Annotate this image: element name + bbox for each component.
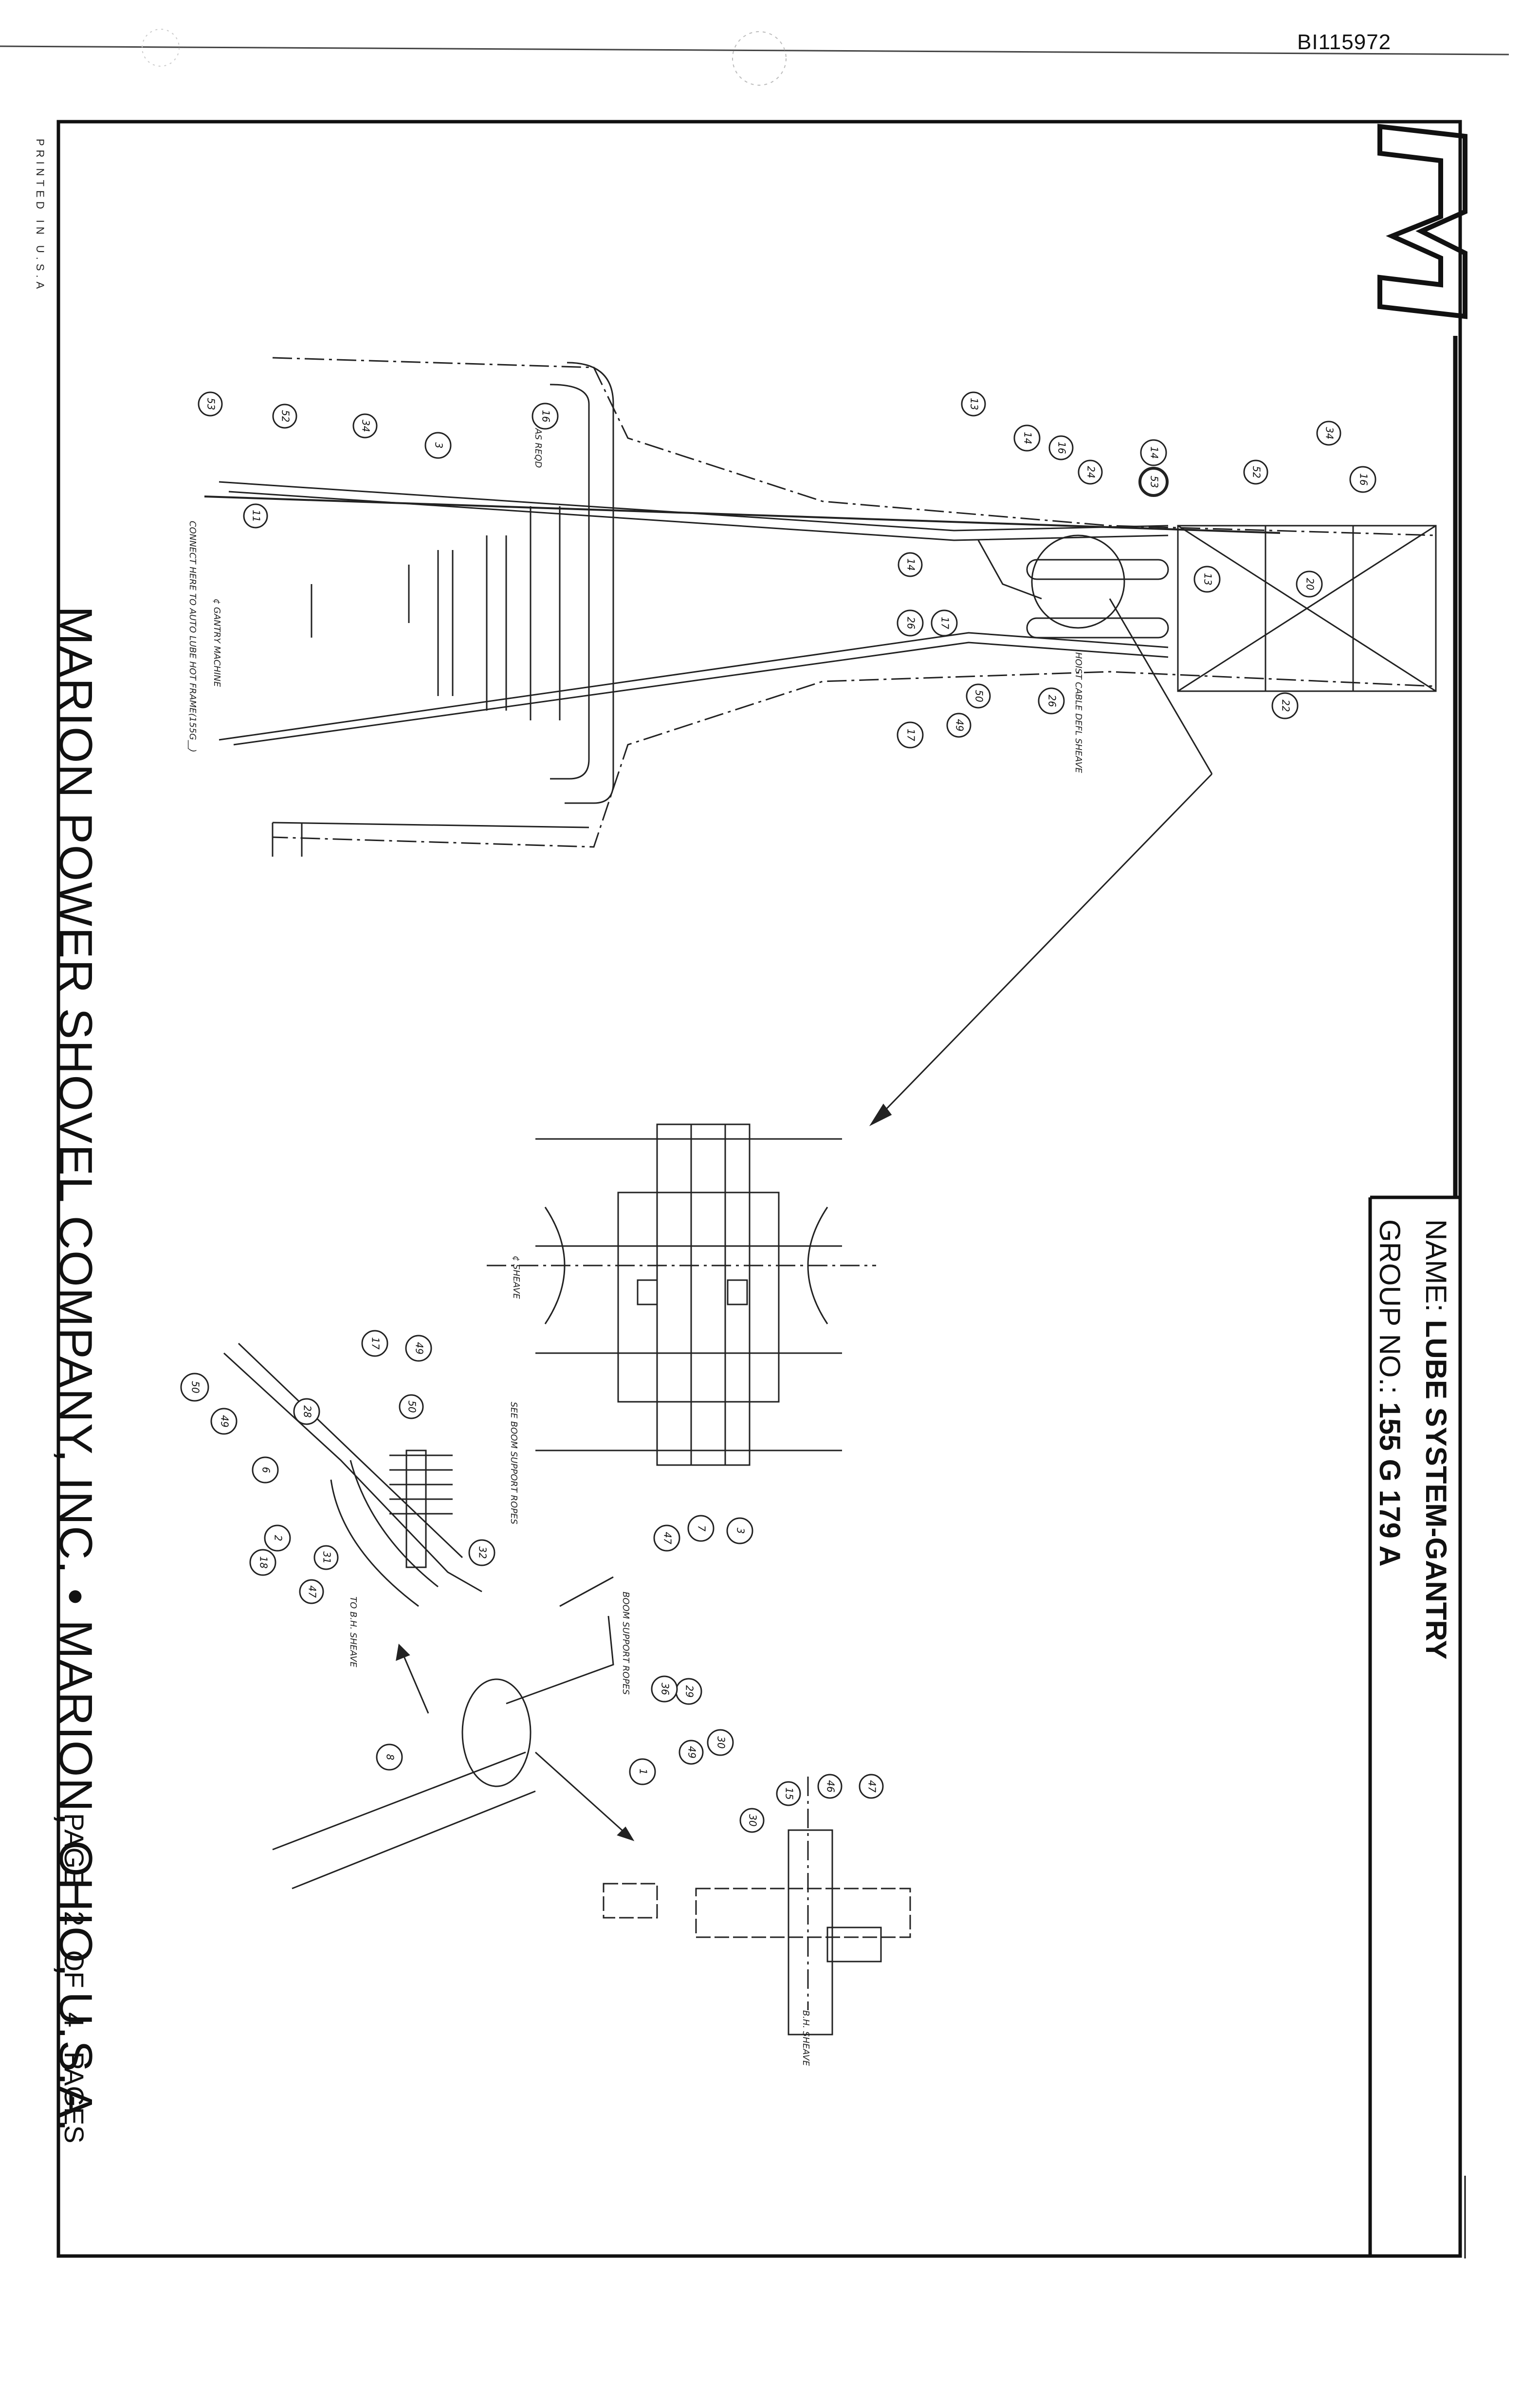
callout-number: 50 [973, 690, 985, 702]
callout-number: 2 [273, 1535, 284, 1541]
callout-number: 15 [784, 1787, 795, 1799]
callout-number: 14 [1149, 446, 1160, 459]
title-group-line: GROUP NO.: 155 G 179 A [1373, 1219, 1407, 1567]
note-hoist: HOIST CABLE DEFL SHEAVE [1073, 652, 1083, 773]
callout-number: 49 [414, 1342, 425, 1354]
note-bh-sheave: B.H. SHEAVE [801, 2010, 811, 2066]
note-see-boom: SEE BOOM SUPPORT ROPES [509, 1402, 519, 1524]
callout-number: 28 [302, 1405, 313, 1417]
callout-number: 24 [1085, 466, 1097, 478]
callout-number: 26 [905, 617, 917, 629]
callout-number: 46 [825, 1780, 837, 1792]
callout-number: 6 [260, 1467, 272, 1473]
title-name-line: NAME: LUBE SYSTEM-GANTRY [1419, 1219, 1453, 1660]
callout-number: 49 [954, 719, 966, 731]
page-total: 4 [59, 2012, 90, 2028]
callout-number: 3 [433, 442, 445, 449]
callout-number: 50 [406, 1400, 418, 1413]
name-value: LUBE SYSTEM-GANTRY [1420, 1320, 1452, 1660]
callout-number: 17 [905, 729, 917, 741]
callout-number: 29 [684, 1685, 696, 1697]
callout-number: 1 [638, 1769, 649, 1775]
sheave-detail-drawing [487, 1123, 876, 1466]
page-indicator: PAGE 2 OF 4 PAGES [58, 1813, 90, 2144]
callout-number: 34 [1324, 427, 1336, 439]
callout-number: 13 [1202, 573, 1214, 585]
callout-number: 36 [660, 1683, 671, 1695]
callout-number: 52 [280, 410, 292, 422]
callout-number: 49 [686, 1746, 698, 1758]
gantry-frame-drawing [204, 357, 1437, 1126]
part-callouts [180, 391, 1376, 1833]
name-label: NAME: [1420, 1219, 1452, 1312]
callout-number: 30 [715, 1736, 727, 1748]
callout-number: 49 [219, 1415, 231, 1427]
punch-hole [732, 31, 787, 86]
bracket-detail-drawing [223, 1342, 482, 1714]
callout-number: 31 [321, 1551, 333, 1563]
callout-number: 26 [1046, 695, 1058, 707]
callout-number: 11 [251, 510, 262, 522]
callout-number: 14 [1022, 432, 1034, 444]
page-number: 2 [59, 1911, 90, 1926]
marion-m-logo [1377, 124, 1467, 319]
punch-hole [142, 29, 180, 67]
group-value: 155 G 179 A [1374, 1402, 1406, 1567]
callout-number: 16 [1056, 441, 1068, 454]
callout-number: 30 [747, 1814, 759, 1826]
callout-number: 16 [1358, 473, 1370, 485]
scan-edge-line [0, 45, 1509, 55]
callout-number: 32 [477, 1546, 489, 1559]
note-gantry: ¢ GANTRY MACHINE [212, 599, 222, 687]
drawing-notes: CONNECT HERE TO AUTO LUBE HOT FRAME(155G… [187, 428, 1083, 2066]
note-to-bh: TO B.H. SHEAVE [348, 1596, 358, 1668]
printed-in-usa-note: PRINTED IN U.S.A [34, 139, 46, 293]
callout-number: 8 [385, 1754, 396, 1761]
bh-sheave-drawing [603, 1777, 911, 2036]
callout-number: 14 [905, 558, 917, 570]
document-number: BI115972 [1297, 30, 1392, 54]
page-suffix: PAGES [59, 2051, 90, 2144]
frame-border [56, 120, 1462, 2258]
callout-number: 3 [735, 1528, 747, 1534]
callout-number: 47 [866, 1780, 878, 1793]
callout-number: 17 [370, 1337, 382, 1350]
callout-number: 47 [662, 1532, 674, 1544]
callout-number: 20 [1304, 578, 1316, 590]
note-as-reqd: AS REQD [533, 428, 543, 468]
callout-number: 50 [190, 1381, 202, 1393]
note-boom-ropes: BOOM SUPPORT ROPES [621, 1592, 631, 1695]
note-sheave: ¢ SHEAVE [511, 1256, 521, 1299]
group-label: GROUP NO.: [1374, 1219, 1406, 1394]
callout-number: 34 [360, 420, 372, 432]
page-of: OF [59, 1950, 90, 1988]
callout-number: 22 [1280, 699, 1292, 712]
callout-number: 16 [540, 410, 552, 422]
callout-number: 52 [1251, 466, 1263, 478]
callout-number: 53 [1149, 476, 1160, 488]
callout-number: 13 [969, 398, 980, 410]
callout-number: 47 [307, 1585, 318, 1598]
note-connect: CONNECT HERE TO AUTO LUBE HOT FRAME(155G… [187, 521, 198, 752]
callout-number: 53 [205, 398, 217, 410]
page-label: PAGE [59, 1813, 90, 1887]
boom-support-drawing [272, 1576, 635, 1890]
callout-number: 18 [258, 1556, 270, 1568]
callout-number: 17 [939, 617, 951, 629]
callout-number: 7 [696, 1525, 708, 1532]
